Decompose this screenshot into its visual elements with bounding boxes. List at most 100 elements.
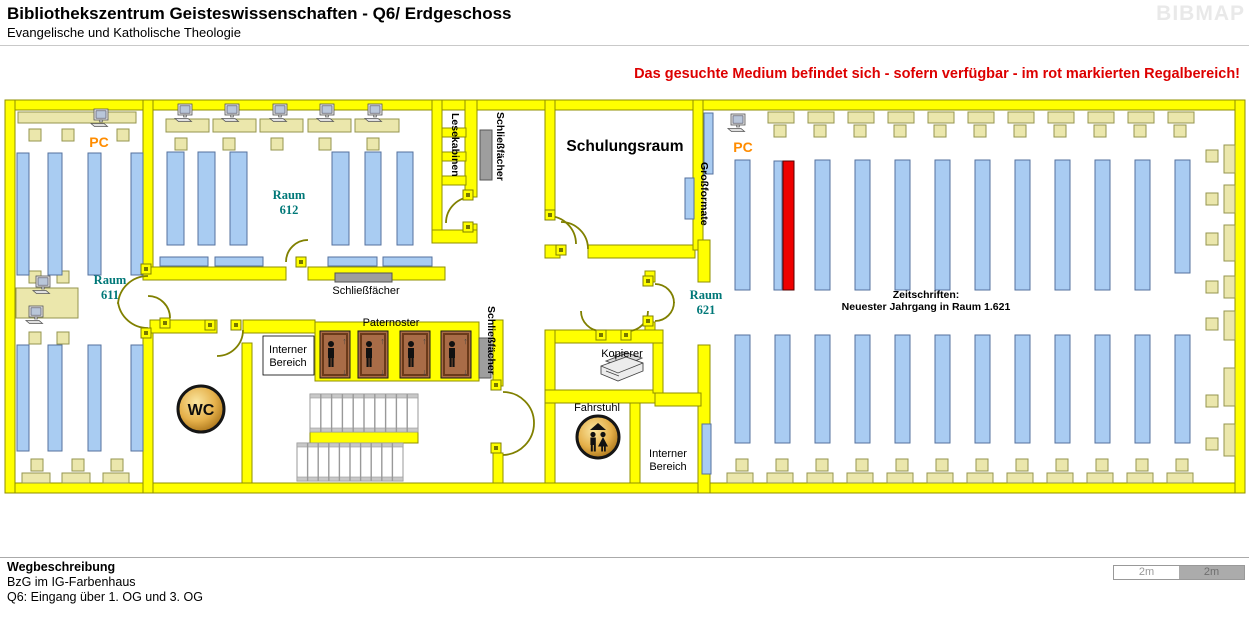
chair (1205, 280, 1219, 294)
person-icon (328, 348, 334, 358)
reading-table (766, 472, 794, 484)
door-hinge (646, 279, 650, 283)
paternoster-cabin (319, 330, 351, 379)
paternoster-cabin (440, 330, 472, 379)
chair (1135, 458, 1149, 472)
bookshelf (1094, 334, 1111, 444)
wall (1234, 99, 1246, 494)
door-hinge (646, 319, 650, 323)
bookshelf (16, 344, 30, 452)
keyboard (726, 128, 746, 132)
bookshelf (364, 151, 382, 246)
locker-unit (334, 272, 393, 283)
monitor-stand (230, 114, 234, 118)
reading-table (1126, 472, 1154, 484)
chair (973, 124, 987, 138)
chair (1175, 458, 1189, 472)
wall (544, 329, 556, 484)
area-label: Kopierer (601, 348, 643, 360)
door-hinge (494, 446, 498, 450)
label-box (262, 335, 315, 376)
vertical-area-label: Schließfächer (485, 306, 497, 375)
up-arrow-icon: ↑ (422, 336, 427, 346)
reading-table (1046, 472, 1074, 484)
keyboard (315, 118, 335, 122)
notice-text: Das gesuchte Medium befindet sich - sofe… (634, 66, 1240, 82)
stair-landing (309, 431, 419, 444)
room-label: Raum (273, 188, 306, 202)
person-icon (408, 348, 414, 358)
reading-table (846, 472, 874, 484)
chair (366, 137, 380, 151)
footer-divider (0, 557, 1249, 558)
chair (935, 458, 949, 472)
door-hinge (599, 333, 603, 337)
down-arrow-icon: ↓ (380, 367, 385, 377)
bookshelf (684, 177, 695, 220)
door-hinge (234, 323, 238, 327)
reading-table (886, 472, 914, 484)
chair (1133, 124, 1147, 138)
chair (1053, 124, 1067, 138)
reading-table (967, 111, 995, 124)
wall (587, 244, 696, 259)
computer-icon (24, 305, 44, 324)
bookshelf (773, 160, 783, 291)
bookshelf (47, 344, 63, 452)
chair (71, 458, 85, 472)
reading-table (102, 472, 130, 484)
person-icon (449, 358, 452, 367)
person-icon (369, 358, 372, 367)
chair (1205, 437, 1219, 451)
door-arc (117, 275, 149, 305)
bookshelf (396, 151, 414, 246)
page-title: Bibliothekszentrum Geisteswissenschaften… (7, 4, 512, 23)
person-icon (449, 341, 455, 347)
bookshelf (1134, 159, 1151, 291)
chair (815, 458, 829, 472)
reading-table (1167, 111, 1195, 124)
copier-icon (600, 356, 644, 382)
bookshelf (16, 152, 30, 276)
bookshelf (1174, 159, 1191, 274)
door-hinge (559, 248, 563, 252)
area-label: Interner (269, 344, 307, 356)
bookshelf (701, 423, 712, 475)
copier-icon (600, 362, 644, 377)
person-icon (366, 341, 372, 347)
wc-label: WC (188, 402, 215, 419)
reading-table (1087, 111, 1115, 124)
area-label: Interner (649, 448, 687, 460)
computer-icon (89, 108, 109, 127)
door-hinge (163, 321, 167, 325)
wall (242, 319, 316, 334)
monitor-stand (183, 114, 187, 118)
screen (226, 105, 238, 114)
bookshelf (974, 334, 991, 444)
screen (321, 105, 333, 114)
reading-table (1223, 310, 1236, 341)
chair (1205, 317, 1219, 331)
reading-table (806, 472, 834, 484)
screen (37, 277, 49, 286)
chair (1093, 124, 1107, 138)
bookshelf (814, 334, 831, 444)
chair (28, 128, 42, 142)
chair (270, 137, 284, 151)
door-hinge (494, 383, 498, 387)
chair (30, 458, 44, 472)
cabin-door-frame (322, 333, 348, 376)
door-arc (502, 391, 535, 424)
chair (56, 331, 70, 345)
wall (142, 266, 287, 281)
paternoster-cabin (399, 330, 431, 379)
person-icon (598, 437, 608, 447)
up-arrow-icon: ↑ (342, 336, 347, 346)
wc-icon (176, 384, 226, 434)
person-icon (366, 348, 372, 358)
chair (975, 458, 989, 472)
scale-bar: 2m 2m (1113, 565, 1245, 580)
wall (544, 99, 556, 219)
keyboard (268, 118, 288, 122)
